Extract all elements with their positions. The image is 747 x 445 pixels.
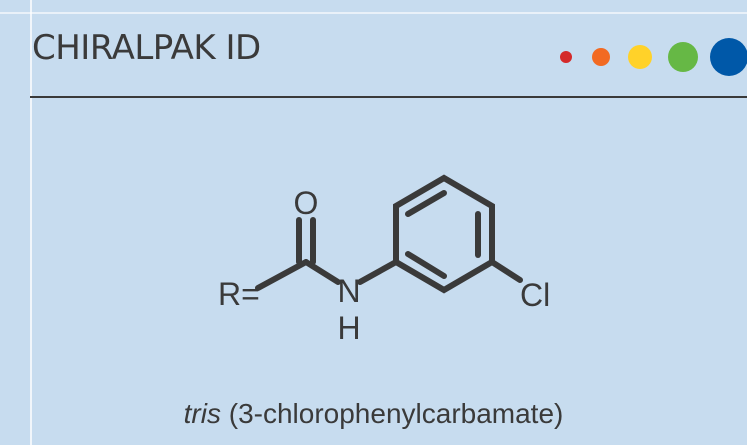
background-decoration-line <box>30 0 32 445</box>
r-group-label: R= <box>218 276 260 312</box>
ring-double-bond <box>405 251 447 279</box>
chlorine-label: Cl <box>520 277 550 313</box>
caption-text: (3-chlorophenylcarbamate) <box>220 398 564 429</box>
oxygen-label: O <box>294 185 319 221</box>
bond-r-c <box>255 259 309 291</box>
nitrogen-label: N <box>337 273 360 309</box>
polymer-caption: tris (3-chlorophenylcarbamate) <box>0 398 747 430</box>
product-title: CHIRALPAK ID <box>32 28 261 68</box>
bond-n-ring <box>357 259 399 285</box>
hydrogen-label: H <box>337 310 360 346</box>
color-dots <box>560 38 747 76</box>
orange-dot <box>592 48 610 66</box>
header-divider <box>30 96 747 98</box>
bond-ring-cl <box>489 259 523 283</box>
benzene-ring <box>393 174 495 294</box>
ring-double-bond <box>405 190 447 217</box>
background-decoration-line <box>0 12 747 14</box>
caption-prefix: tris <box>183 398 221 429</box>
yellow-dot <box>628 45 652 69</box>
red-dot <box>560 51 572 63</box>
blue-dot <box>710 38 747 76</box>
bond-c-n <box>303 259 341 285</box>
green-dot <box>668 42 698 72</box>
